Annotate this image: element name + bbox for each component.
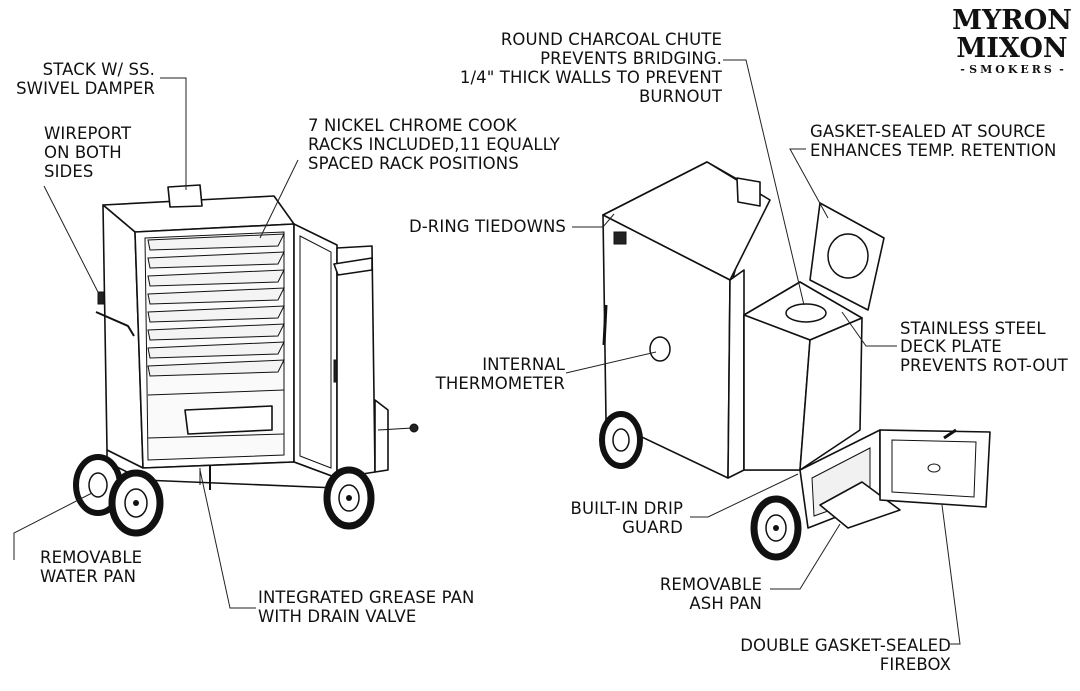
callout-chute-line-2: PREVENTS BRIDGING. — [540, 49, 722, 68]
thermometer-dial — [649, 336, 671, 362]
logo-dash-right: - — [1059, 63, 1067, 76]
callout-gasket-line-1: GASKET-SEALED AT SOURCE — [810, 122, 1046, 141]
vertical-smoker-illustration — [599, 161, 991, 561]
callout-grease: INTEGRATED GREASE PAN WITH DRAIN VALVE — [258, 588, 475, 626]
callout-thermo-line-2: THERMOMETER — [435, 374, 565, 393]
callout-firebox-line-2: FIREBOX — [880, 655, 951, 674]
callout-gasket-line-2: ENHANCES TEMP. RETENTION — [810, 141, 1057, 160]
callout-drip-line-2: GUARD — [622, 518, 683, 537]
cabinet-smoker-illustration — [73, 184, 419, 537]
callout-deck-line-3: PREVENTS ROT-OUT — [900, 356, 1069, 375]
logo-dash-left: - — [960, 63, 968, 76]
callout-stack-line-2: SWIVEL DAMPER — [16, 79, 155, 98]
callout-deck: STAINLESS STEEL DECK PLATE PREVENTS ROT-… — [900, 319, 1069, 375]
callout-dring-line-1: D-RING TIEDOWNS — [409, 217, 566, 236]
callout-stack-line-1: STACK W/ SS. — [43, 60, 155, 79]
callout-firebox-line-1: DOUBLE GASKET-SEALED — [740, 636, 951, 655]
callout-drip: BUILT-IN DRIP GUARD — [571, 499, 683, 537]
callout-firebox: DOUBLE GASKET-SEALED FIREBOX — [740, 636, 951, 674]
ash-pan — [819, 481, 901, 529]
callout-ashpan: REMOVABLE ASH PAN — [660, 575, 762, 613]
callout-grease-line-2: WITH DRAIN VALVE — [258, 607, 416, 626]
right-wheels — [599, 411, 802, 561]
logo-line-3: SMOKERS — [969, 63, 1055, 76]
callout-waterpan-line-1: REMOVABLE — [40, 548, 142, 567]
callout-wireport-line-3: SIDES — [44, 162, 93, 181]
logo-line-1: MYRON — [952, 5, 1072, 36]
callout-chute-line-3: 1/4" THICK WALLS TO PREVENT — [460, 68, 723, 87]
callout-deck-line-1: STAINLESS STEEL — [900, 319, 1046, 338]
callout-deck-line-2: DECK PLATE — [900, 337, 1002, 356]
callout-wireport: WIREPORT ON BOTH SIDES — [44, 124, 132, 181]
right-stack — [736, 177, 761, 207]
callout-ashpan-line-1: REMOVABLE — [660, 575, 762, 594]
callout-gasket: GASKET-SEALED AT SOURCE ENHANCES TEMP. R… — [810, 122, 1057, 160]
charcoal-chute — [785, 303, 827, 323]
callout-wireport-line-1: WIREPORT — [44, 124, 132, 143]
water-pan — [184, 405, 273, 435]
brand-logo: MYRON MIXON - SMOKERS - — [952, 5, 1072, 76]
logo-line-2: MIXON — [956, 33, 1067, 64]
callout-drip-line-1: BUILT-IN DRIP — [571, 499, 683, 518]
callout-waterpan-line-2: WATER PAN — [40, 567, 136, 586]
callout-thermo: INTERNAL THERMOMETER — [435, 355, 566, 393]
callout-racks-line-2: RACKS INCLUDED,11 EQUALLY — [308, 135, 561, 154]
callout-stack: STACK W/ SS. SWIVEL DAMPER — [16, 60, 155, 98]
callout-chute-line-4: BURNOUT — [639, 87, 723, 106]
callout-thermo-line-1: INTERNAL — [482, 355, 566, 374]
callout-dring: D-RING TIEDOWNS — [409, 217, 566, 236]
callout-ashpan-line-2: ASH PAN — [689, 594, 762, 613]
callout-chute-line-1: ROUND CHARCOAL CHUTE — [501, 30, 722, 49]
callout-waterpan: REMOVABLE WATER PAN — [40, 548, 142, 586]
cook-racks — [147, 233, 285, 377]
callout-grease-line-1: INTEGRATED GREASE PAN — [258, 588, 475, 607]
callout-wireport-line-2: ON BOTH — [44, 143, 122, 162]
cabinet-wheels — [73, 454, 375, 537]
callout-chute: ROUND CHARCOAL CHUTE PREVENTS BRIDGING. … — [460, 30, 723, 106]
callout-racks-line-3: SPACED RACK POSITIONS — [308, 154, 519, 173]
stack-damper — [167, 184, 203, 208]
callout-racks: 7 NICKEL CHROME COOK RACKS INCLUDED,11 E… — [308, 116, 561, 173]
callout-racks-line-1: 7 NICKEL CHROME COOK — [308, 116, 518, 135]
leader-lines — [13, 59, 961, 645]
